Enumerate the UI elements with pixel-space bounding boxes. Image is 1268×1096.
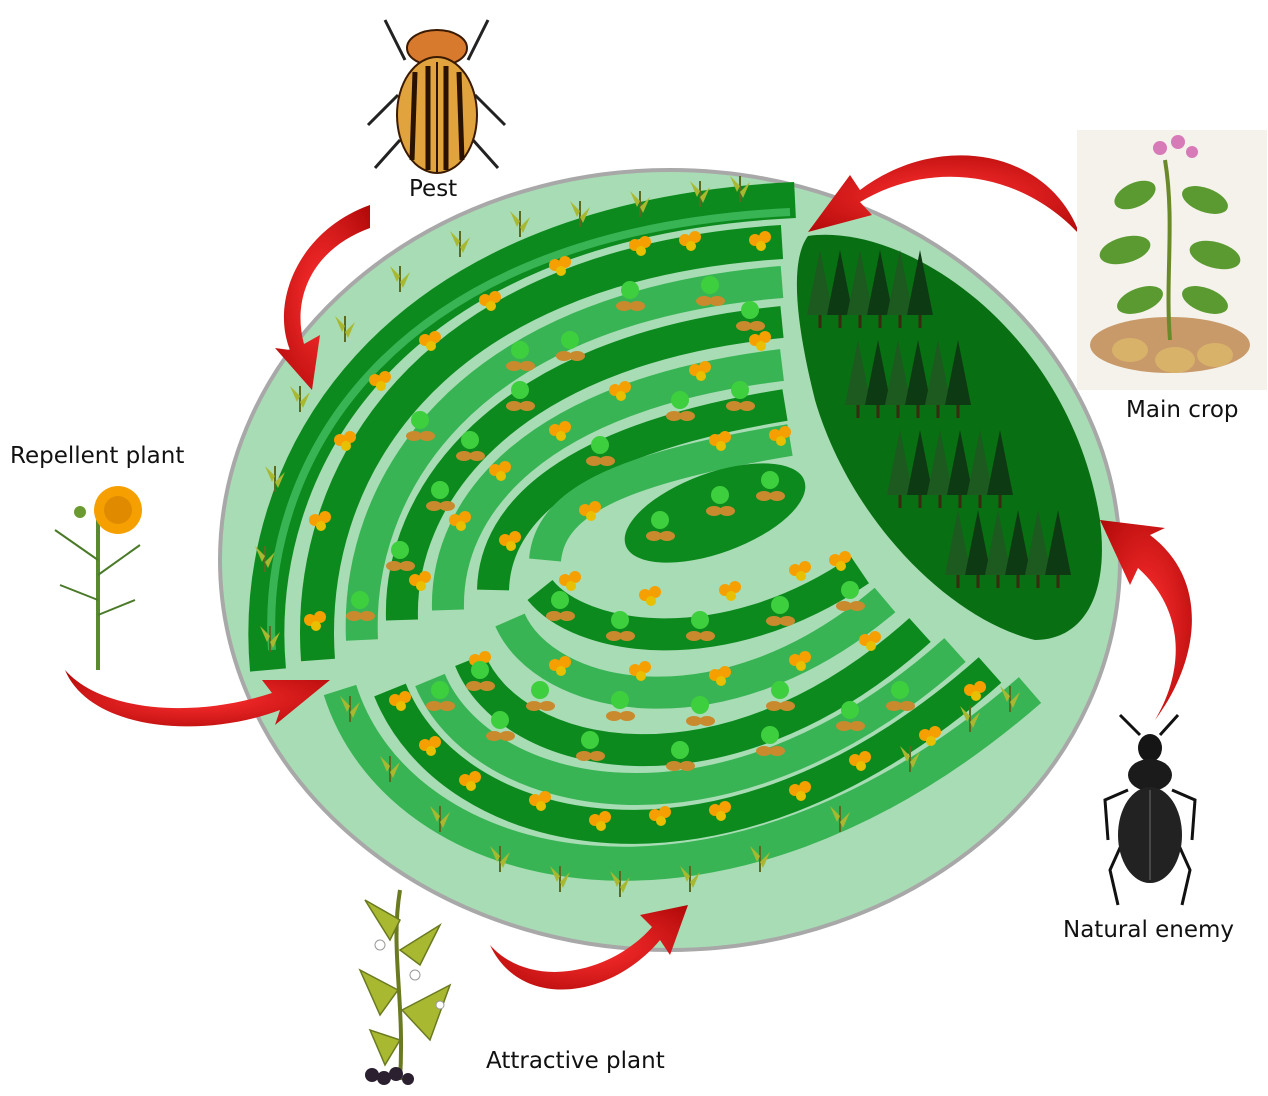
- potato-plant-icon: [1077, 130, 1267, 390]
- label-attractive-plant: Attractive plant: [486, 1048, 665, 1074]
- label-natural-enemy: Natural enemy: [1063, 917, 1234, 943]
- ground-beetle-icon: [1105, 715, 1195, 905]
- label-pest: Pest: [409, 176, 457, 202]
- nightshade-icon: [360, 890, 450, 1085]
- colorado-potato-beetle-icon: [368, 20, 505, 173]
- label-repellent-plant: Repellent plant: [10, 443, 184, 469]
- label-main-crop: Main crop: [1126, 397, 1238, 423]
- marigold-icon: [55, 486, 142, 670]
